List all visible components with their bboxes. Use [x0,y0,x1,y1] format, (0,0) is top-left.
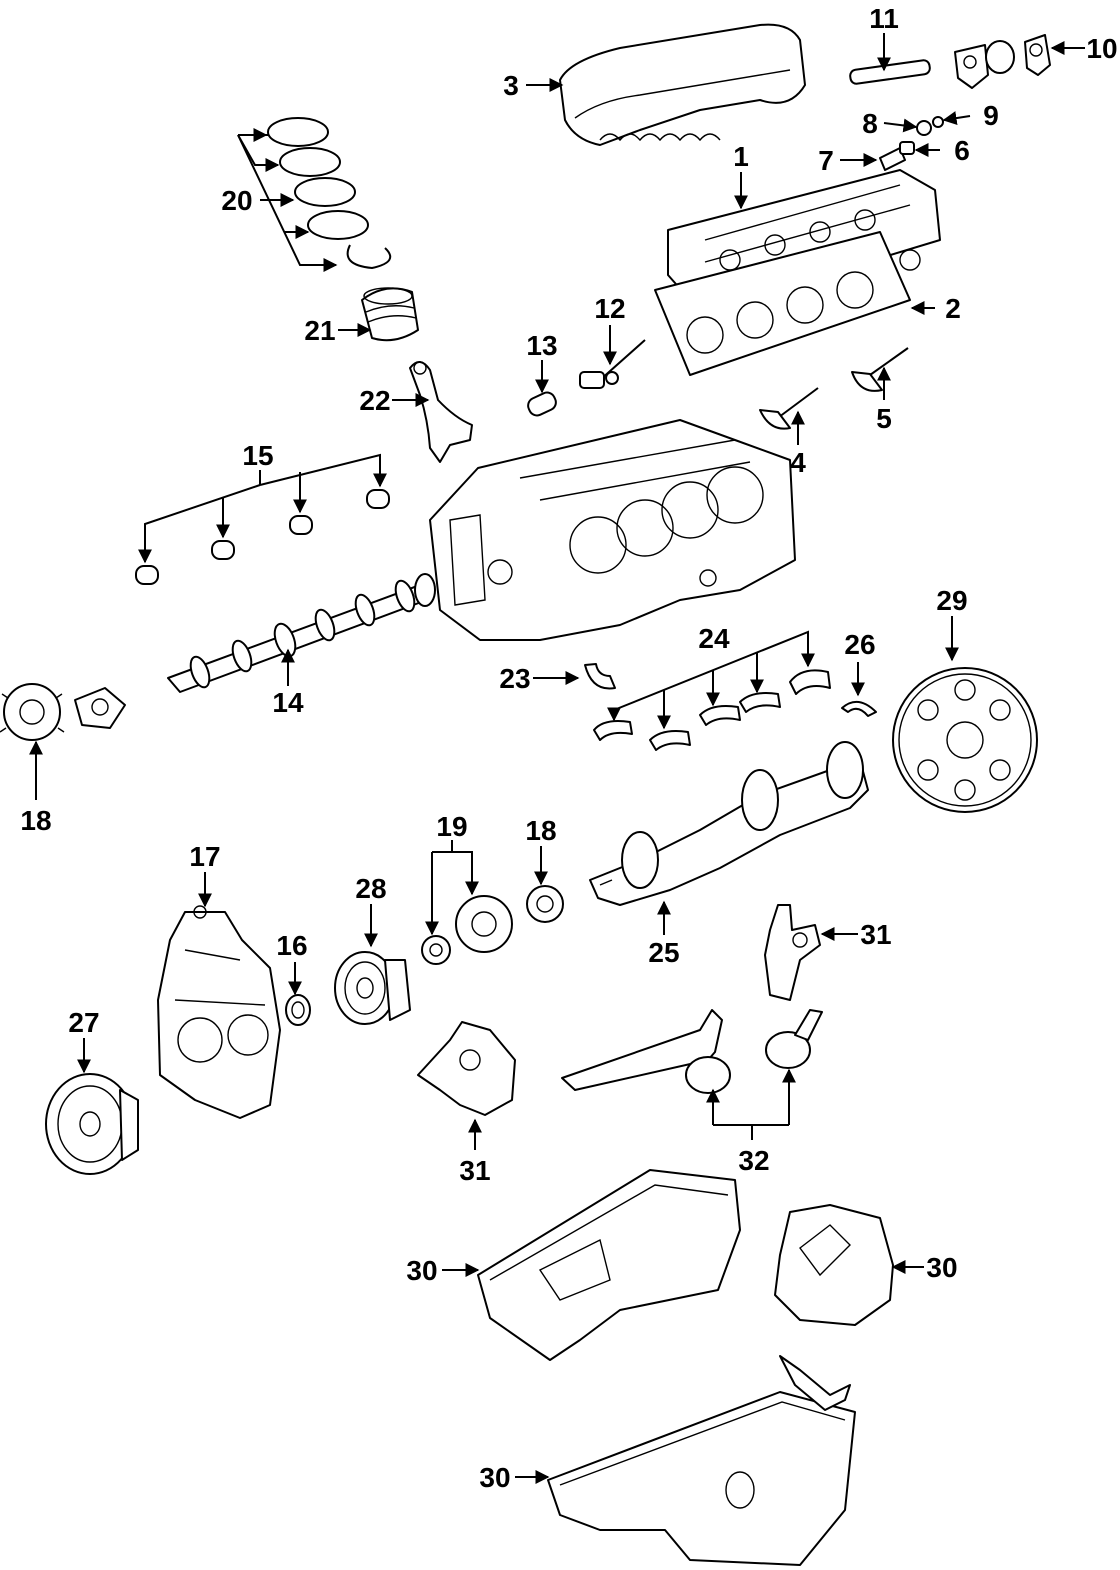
thrust-washer [841,701,877,717]
cam-bearings [135,489,390,585]
rocker-shaft [849,59,931,85]
callout-4: 4 [790,447,806,478]
callout-16: 16 [276,930,307,961]
head-gasket [654,231,911,376]
callout-21: 21 [304,315,335,346]
camshaft-retainer [74,687,126,729]
callout-18-center: 18 [525,815,556,846]
engine-block [429,419,796,641]
callout-9: 9 [983,100,999,131]
callout-30-right: 30 [926,1252,957,1283]
callout-26: 26 [844,629,875,660]
intake-valve [759,387,819,430]
camshaft-sprocket [0,683,65,741]
exhaust-valve [851,347,909,392]
oil-pan-small [774,1204,894,1326]
callout-7: 7 [818,145,834,176]
main-bearings [593,669,831,751]
connecting-rod [409,361,473,463]
crankshaft-sprocket [526,885,564,923]
callout-15: 15 [242,440,273,471]
valve-lifter [527,391,557,417]
oil-pan [477,1169,741,1361]
callout-18-left: 18 [20,805,51,836]
piston [361,287,419,342]
crankshaft [589,741,869,906]
callout-19: 19 [436,811,467,842]
callout-20: 20 [221,185,252,216]
crank-pulley [334,951,411,1025]
oil-pickup-tube [561,1009,731,1094]
callout-6: 6 [954,135,970,166]
callout-numbers: 1 2 3 4 5 6 7 8 9 10 11 12 13 14 15 16 1… [20,3,1117,1493]
callout-17: 17 [189,841,220,872]
callout-5: 5 [876,403,892,434]
valve-keeper [916,116,944,136]
front-crank-seal [285,994,311,1026]
callout-12: 12 [594,293,625,324]
callout-1: 1 [733,141,749,172]
callout-8: 8 [862,108,878,139]
callout-28: 28 [355,873,386,904]
timing-cover [157,905,281,1119]
timing-sprockets [421,895,513,965]
callout-31-right: 31 [860,919,891,950]
oil-pan-baffle [779,1355,851,1411]
harmonic-balancer [45,1073,139,1175]
callout-31-center: 31 [459,1155,490,1186]
leader-lines [29,33,1085,1484]
oil-pump [417,1021,516,1116]
callout-27: 27 [68,1007,99,1038]
callout-10: 10 [1086,33,1117,64]
callout-30-bottom: 30 [479,1462,510,1493]
callout-25: 25 [648,937,679,968]
flywheel [892,667,1038,813]
callout-2: 2 [945,293,961,324]
callout-14: 14 [272,687,304,718]
oil-pickup-screen [765,1009,823,1069]
camshaft [167,573,436,693]
callout-23: 23 [499,663,530,694]
callout-11: 11 [869,3,899,34]
callout-30-center: 30 [406,1255,437,1286]
callout-24: 24 [698,623,730,654]
valve-spring [879,141,915,171]
callout-29: 29 [936,585,967,616]
piston-rings [267,117,392,269]
oil-pump-secondary [764,904,821,1001]
callout-13: 13 [526,330,557,361]
valve-cover [559,23,806,146]
callout-22: 22 [359,385,390,416]
oil-pressure-sensor [579,339,646,389]
rocker-arm [954,34,1051,89]
callout-3: 3 [503,70,519,101]
thrust-bearing [584,663,616,690]
oil-pan-long [547,1391,856,1566]
callout-32: 32 [738,1145,769,1176]
